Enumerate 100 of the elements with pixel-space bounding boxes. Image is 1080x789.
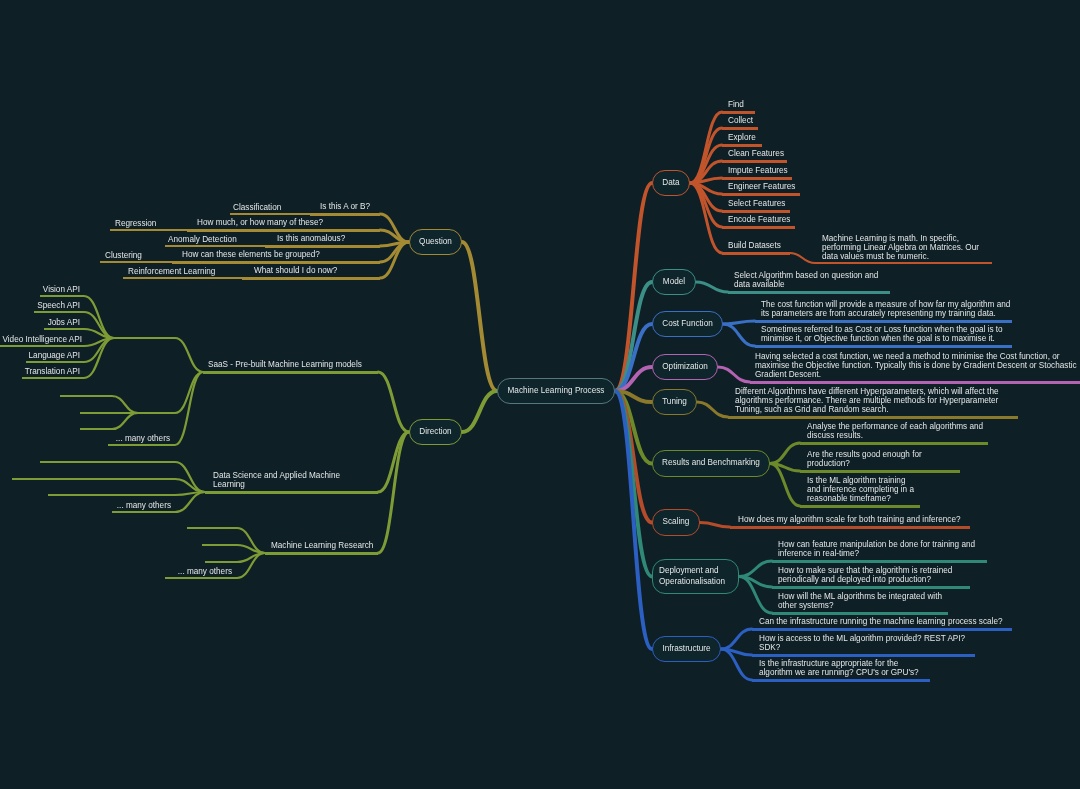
connector-line [737, 575, 774, 615]
branch-stub [40, 460, 112, 464]
underlined-topic-label: What should I do now? [242, 266, 380, 280]
connector-line [253, 244, 267, 248]
branch-stub [60, 394, 112, 398]
underlined-topic-label: ... many others [108, 433, 175, 447]
topic-box: Deployment and Operationalisation [652, 559, 739, 594]
connector-line [376, 430, 411, 555]
connector-line [694, 280, 730, 294]
underlined-topic-label: Encode Features [722, 215, 795, 229]
underlined-topic-label: Is the infrastructure appropriate for the algorithm we are running? CPU's or GPU's? [752, 659, 930, 682]
underlined-topic-label: Build Datasets [722, 241, 790, 255]
underlined-topic-label: Can the infrastructure running the machine learning process scale? [752, 617, 1012, 631]
branch-stub [138, 411, 175, 415]
topic-box: Results and Benchmarking [652, 450, 770, 477]
underlined-topic-label: Data Science and Applied Machine Learning [205, 471, 378, 494]
topic-box: Tuning [652, 389, 697, 415]
underlined-topic-label: How much, or how many of these? [187, 218, 380, 232]
underlined-topic-label: Engineer Features [722, 182, 800, 196]
connector-line [695, 400, 730, 419]
connector-line [376, 370, 411, 434]
branch-stub [80, 411, 112, 415]
underlined-topic-label: Reinforcement Learning [123, 266, 232, 280]
underlined-topic-label: Translation API [22, 366, 84, 380]
underlined-topic-label: Speech API [34, 300, 84, 314]
connector-line [378, 228, 411, 244]
topic-box: Question [409, 229, 462, 255]
underlined-topic-label: Language API [26, 350, 84, 364]
connector-line [721, 322, 757, 348]
connector-line [298, 212, 312, 216]
underlined-topic-label: Select Algorithm based on question and data available [728, 271, 890, 294]
connector-line [173, 370, 205, 447]
underlined-topic-label: Are the results good enough for production? [800, 450, 960, 473]
branch-stub [120, 460, 175, 464]
underlined-topic-label: How can feature manipulation be done for training and inference in real-time? [772, 540, 987, 563]
underlined-topic-label: Anomaly Detection [165, 234, 255, 248]
connector-line [230, 276, 244, 280]
connector-line [613, 389, 654, 579]
underlined-topic-label: Is the ML algorithm training and inference completing in a reasonable timeframe? [800, 475, 920, 508]
underlined-topic-label: Vision API [40, 284, 84, 298]
branch-stub [80, 427, 112, 431]
underlined-topic-label: How will the ML algorithms be integrated with other systems? [772, 592, 948, 615]
underlined-topic-label: ... many others [112, 500, 175, 514]
topic-box: Scaling [652, 509, 700, 536]
underlined-topic-label: Explore [722, 133, 762, 147]
underlined-topic-label: Analyse the performance of each algorithms and discuss results. [800, 422, 988, 445]
connector-line [788, 251, 817, 265]
connector-line [721, 319, 757, 326]
connector-line [163, 260, 174, 264]
underlined-topic-label: Regression [110, 218, 180, 232]
branch-stub [48, 493, 175, 497]
underlined-topic-label: Clustering [100, 250, 165, 264]
underlined-topic-label: How does my algorithm scale for both training and inference? [730, 515, 970, 529]
topic-box: Cost Function [652, 311, 723, 337]
connector-line [110, 411, 140, 431]
connector-line [460, 389, 499, 434]
connector-line [460, 240, 499, 393]
underlined-topic-label: Jobs API [44, 317, 84, 331]
underlined-topic-label: Is this anomalous? [265, 234, 380, 248]
branch-stub [114, 336, 175, 340]
underlined-topic-label: Select Features [722, 199, 790, 213]
underlined-topic-label: Clean Features [722, 149, 787, 163]
connector-line [768, 462, 802, 508]
topic-box: Optimization [652, 354, 718, 380]
branch-stub [187, 526, 237, 530]
underlined-topic-label: How to make sure that the algorithm is retrained periodically and deployed into production? [772, 566, 970, 589]
underlined-topic-label: Find [722, 100, 755, 114]
underlined-topic-label: Having selected a cost function, we need a method to minimise the Cost function, or maximise the Objective function. Typically this is done by Gradient Descent or Stochastic Gradient Descent. [750, 351, 1080, 384]
connector-line [110, 460, 122, 464]
branch-stub [145, 477, 175, 481]
connector-line [82, 336, 116, 380]
underlined-topic-label: Sometimes referred to as Cost or Loss function when the goal is to minimise it, or Objective function when the goal is to maximise it. [755, 325, 1012, 348]
underlined-topic-label: SaaS - Pre-built Machine Learning models [203, 360, 378, 374]
underlined-topic-label: Machine Learning is math. In specific, performing Linear Algebra on Matrices. Our data values must be numeric. [815, 233, 992, 265]
connector-line [698, 521, 732, 529]
connector-line [719, 647, 754, 682]
underlined-topic-label: How can these elements be grouped? [172, 250, 380, 264]
connector-line [719, 627, 754, 651]
branch-stub [12, 477, 137, 481]
underlined-topic-label: The cost function will provide a measure of how far my algorithm and its parameters are from accurately representing my training data. [755, 300, 1012, 323]
underlined-topic-label: Video Intelligence API [0, 334, 84, 348]
connector-line [178, 228, 189, 232]
topic-box: Model [652, 269, 696, 295]
connector-line [135, 477, 147, 481]
topic-box: Infrastructure [652, 636, 721, 662]
connector-line [613, 389, 654, 651]
underlined-topic-label: Machine Learning Research [265, 541, 378, 555]
topic-box: Direction [409, 419, 462, 445]
connector-line [173, 490, 207, 514]
topic-box: Data [652, 170, 690, 196]
underlined-topic-label: Collect [722, 116, 758, 130]
connector-line [716, 365, 752, 384]
branch-stub [202, 543, 237, 547]
connector-line [235, 551, 267, 580]
underlined-topic-label: Classification [230, 202, 300, 216]
branch-stub [205, 560, 237, 564]
underlined-topic-label: How is access to the ML algorithm provided? REST API? SDK? [752, 634, 975, 657]
underlined-topic-label: Is this A or B? [310, 202, 380, 216]
underlined-topic-label: Different Algorithms have different Hyperparameters, which will affect the algorithms performance. There are multiple methods for Hyperparameter Tuning, such as Grid and Random search. [728, 386, 1018, 419]
underlined-topic-label: Impute Features [722, 166, 792, 180]
